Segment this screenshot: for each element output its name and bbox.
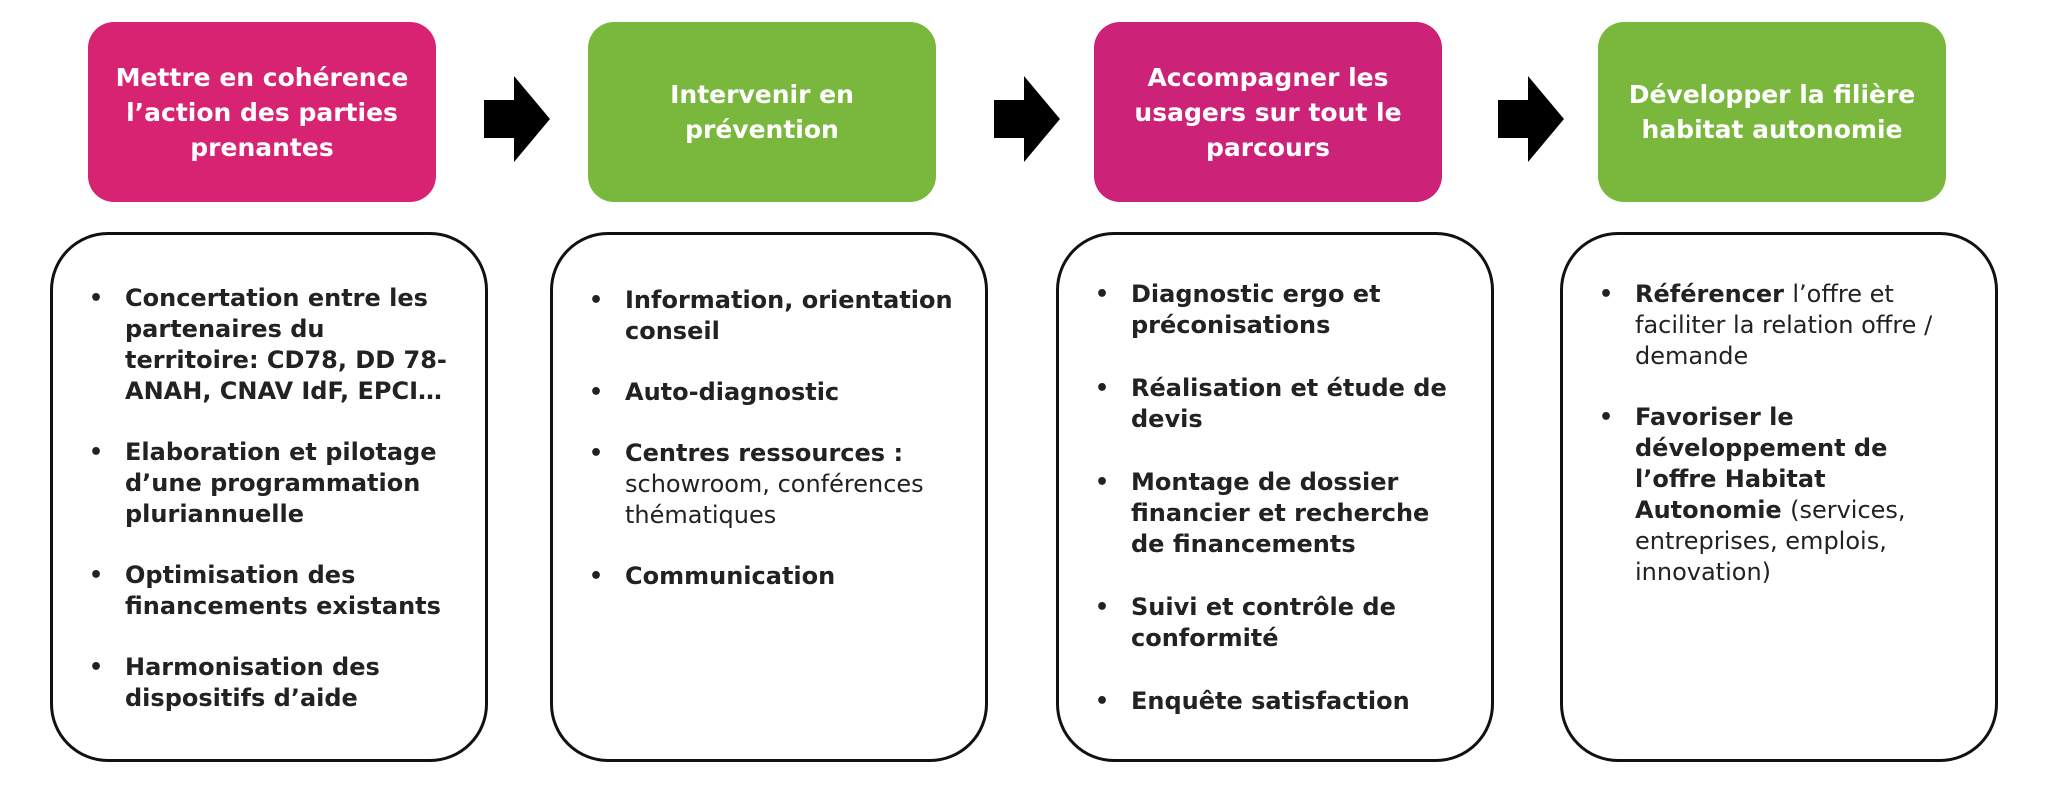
bullet: • xyxy=(1095,689,1110,714)
list-item: •Information, orientation conseil xyxy=(589,286,953,345)
list-item: •Optimisation des financements existants xyxy=(89,561,441,620)
bullet: • xyxy=(1095,595,1110,620)
step-2-list: •Information, orientation conseil •Auto-… xyxy=(583,285,963,592)
step-3: Accompagner les usagers sur tout le parc… xyxy=(1056,0,1496,799)
step-2-box: •Information, orientation conseil •Auto-… xyxy=(550,232,988,762)
list-item: •Favoriser le développement de l’offre H… xyxy=(1599,403,1906,586)
step-1-list: •Concertation entre les partenaires du t… xyxy=(83,283,463,714)
list-item: •Concertation entre les partenaires du t… xyxy=(89,284,447,405)
list-item: •Auto-diagnostic xyxy=(589,378,840,406)
list-item: •Elaboration et pilotage d’une programma… xyxy=(89,438,437,528)
bullet: • xyxy=(589,564,604,589)
list-item: •Réalisation et étude de devis xyxy=(1095,374,1447,433)
step-2-header: Intervenir en prévention xyxy=(588,22,936,202)
arrow-right-icon xyxy=(484,76,550,162)
step-2: Intervenir en prévention •Information, o… xyxy=(550,0,990,799)
list-item: •Diagnostic ergo et préconisations xyxy=(1095,280,1381,339)
list-item: •Enquête satisfaction xyxy=(1095,687,1410,715)
bullet: • xyxy=(1095,470,1110,495)
arrow-right-icon xyxy=(994,76,1060,162)
step-4-header: Développer la filière habitat autonomie xyxy=(1598,22,1946,202)
step-1-box: •Concertation entre les partenaires du t… xyxy=(50,232,488,762)
bullet: • xyxy=(89,440,104,465)
step-4-box: •Référencer l’offre et faciliter la rela… xyxy=(1560,232,1998,762)
list-item: •Référencer l’offre et faciliter la rela… xyxy=(1599,280,1933,370)
step-3-header: Accompagner les usagers sur tout le parc… xyxy=(1094,22,1442,202)
bullet: • xyxy=(1599,405,1614,430)
step-3-box: •Diagnostic ergo et préconisations •Réal… xyxy=(1056,232,1494,762)
list-item: •Montage de dossier financier et recherc… xyxy=(1095,468,1430,558)
list-item: •Harmonisation des dispositifs d’aide xyxy=(89,653,380,712)
bullet: • xyxy=(89,286,104,311)
list-item: •Communication xyxy=(589,562,836,590)
step-4-list: •Référencer l’offre et faciliter la rela… xyxy=(1593,279,1973,588)
step-4: Développer la filière habitat autonomie … xyxy=(1560,0,2000,799)
bullet: • xyxy=(1095,282,1110,307)
bullet: • xyxy=(89,655,104,680)
list-item: •Centres ressources :schowroom, conféren… xyxy=(589,439,924,529)
bullet: • xyxy=(1095,376,1110,401)
step-3-list: •Diagnostic ergo et préconisations •Réal… xyxy=(1089,279,1469,717)
bullet: • xyxy=(1599,282,1614,307)
bullet: • xyxy=(89,563,104,588)
bullet: • xyxy=(589,288,604,313)
bullet: • xyxy=(589,380,604,405)
arrow-right-icon xyxy=(1498,76,1564,162)
list-item: •Suivi et contrôle de conformité xyxy=(1095,593,1396,652)
bullet: • xyxy=(589,441,604,466)
step-1: Mettre en cohérence l’action des parties… xyxy=(50,0,490,799)
step-1-header: Mettre en cohérence l’action des parties… xyxy=(88,22,436,202)
